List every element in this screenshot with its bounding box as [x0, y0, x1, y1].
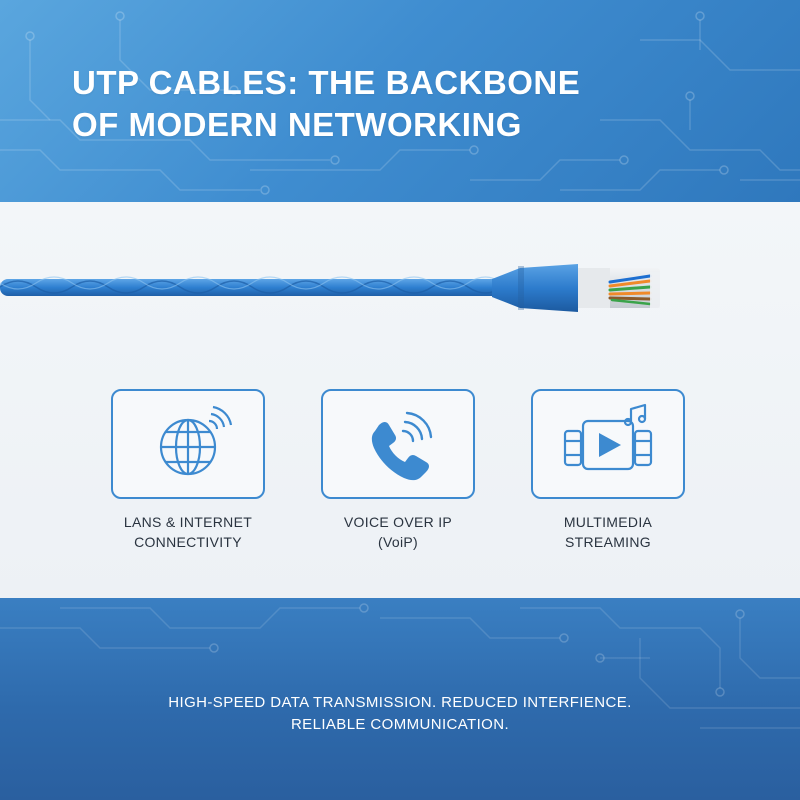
multimedia-play-icon [563, 403, 653, 471]
feature-label-voip-line1: VOICE OVER IP [343, 514, 453, 530]
utp-cable-illustration [0, 264, 660, 312]
globe-wifi-icon [159, 405, 233, 476]
feature-label-lan-line1: LANS & INTERNET [123, 514, 253, 530]
header-background [0, 0, 800, 202]
title-line-2: OF MODERN NETWORKING [72, 106, 522, 143]
phone-call-icon [371, 411, 433, 481]
tagline-line-1: HIGH-SPEED DATA TRANSMISSION. REDUCED IN… [168, 694, 632, 711]
footer-tagline: HIGH-SPEED DATA TRANSMISSION. REDUCED IN… [0, 692, 800, 736]
feature-card-multimedia [531, 389, 685, 499]
title-line-1: UTP CABLES: THE BACKBONE [72, 64, 581, 101]
circuit-pattern-top [0, 11, 800, 195]
feature-card-voip [321, 389, 475, 499]
circuit-pattern-bottom [0, 603, 800, 729]
feature-label-lan-line2: CONNECTIVITY [134, 534, 242, 550]
feature-label-multimedia: MULTIMEDIA STREAMING [508, 512, 708, 552]
feature-card-lan [111, 389, 265, 499]
feature-label-lan: LANS & INTERNET CONNECTIVITY [88, 512, 288, 552]
feature-label-voip: VOICE OVER IP (VoiP) [298, 512, 498, 552]
footer-background [0, 598, 800, 800]
feature-label-multimedia-line2: STREAMING [565, 534, 651, 550]
tagline-line-2: RELIABLE COMMUNICATION. [290, 716, 510, 733]
page-title: UTP CABLES: THE BACKBONE OF MODERN NETWO… [72, 62, 692, 146]
feature-label-voip-line2: (VoiP) [378, 534, 418, 550]
feature-label-multimedia-line1: MULTIMEDIA [563, 514, 653, 530]
